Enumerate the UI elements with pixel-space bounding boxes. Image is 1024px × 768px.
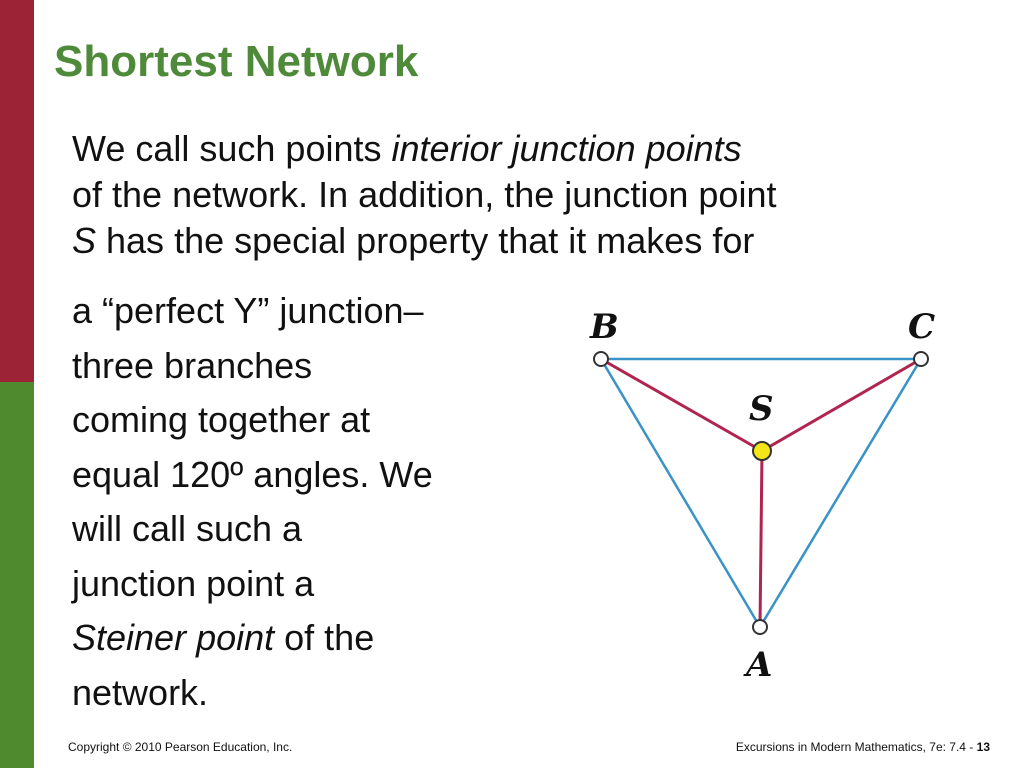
intro-text-1: We call such points [72,128,392,169]
body-line-8: network. [72,671,209,713]
intro-term-italic: interior junction points [391,128,742,169]
triangle-edge-ca [758,358,923,628]
footer-copyright: Copyright © 2010 Pearson Education, Inc. [68,740,293,754]
body-line-4: equal 120º angles. We [72,453,433,495]
body-line-1: a “perfect Y” junction– [72,290,424,331]
body-line-5: will call such a [72,508,303,549]
footer-source-text: Excursions in Modern Mathematics, 7e: 7.… [735,740,977,754]
vertex-a-label: A [743,645,772,685]
steiner-label: S [749,389,774,429]
body-line-3: coming together at [72,399,371,440]
vertex-b-label: B [589,307,619,347]
network-edge-bs [600,357,763,453]
vertex-c-label: C [908,307,935,347]
network-edge-cs [761,357,922,453]
body-line-6: junction point a [72,562,315,604]
steiner-network-diagram: B C S A [589,307,935,685]
footer-source: Excursions in Modern Mathematics, 7e: 7.… [736,740,990,754]
intro-s-italic: S [72,220,97,261]
vertex-a-node [752,619,768,635]
body-column: a “perfect Y” junction– three branches c… [72,284,542,720]
accent-bar-bottom [0,382,34,768]
intro-text-2: of the network. In addition, the junctio… [72,174,777,215]
triangle-edge-ba [599,358,762,628]
accent-bar-top [0,0,34,382]
body-line-7-rest: of the [274,617,375,658]
slide-title: Shortest Network [54,37,419,86]
steiner-point-node [752,441,772,461]
steiner-term-italic: Steiner point [72,617,275,658]
vertex-b-node [593,351,609,367]
body-line-7: Steiner point of the [72,611,542,666]
page-number: 13 [976,740,990,754]
intro-text-3: has the special property that it makes f… [96,220,755,261]
vertex-c-node [913,351,929,367]
body-line-2: three branches [72,344,313,386]
network-edge-as [758,450,764,628]
intro-paragraph: We call such points interior junction po… [72,126,982,264]
